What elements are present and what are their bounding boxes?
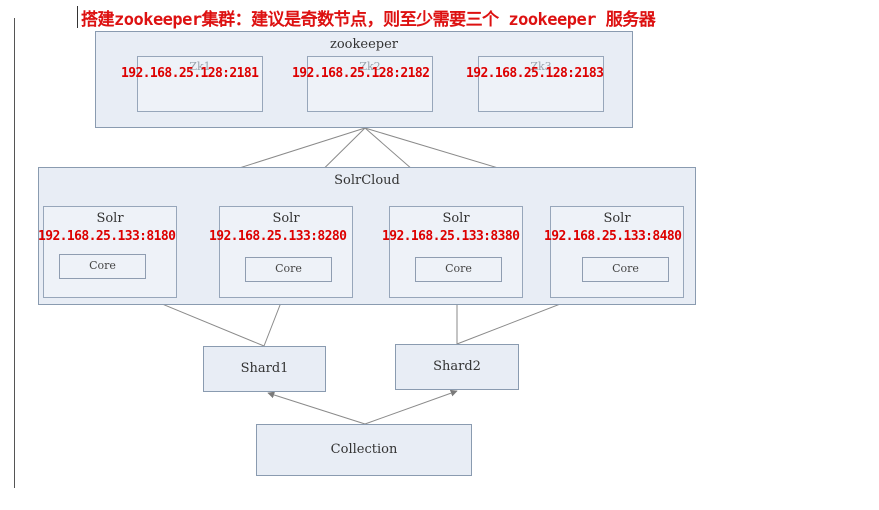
solrcloud-label: SolrCloud <box>334 173 400 188</box>
collection-to-shard1-arrow <box>267 391 366 425</box>
zookeeper-label: zookeeper <box>330 37 398 52</box>
solr-node-box <box>219 206 353 298</box>
core-box <box>415 257 502 282</box>
core-label: Core <box>275 262 302 275</box>
solr-node-address: 192.168.25.133:8480 <box>544 229 682 244</box>
solr-node-box <box>43 206 177 298</box>
zk-node-box <box>478 56 604 112</box>
diagram-heading: 搭建zookeeper集群：建议是奇数节点，则至少需要三个 zookeeper … <box>81 10 656 30</box>
zk-node-address: 192.168.25.128:2183 <box>466 66 604 81</box>
zk-node-label: Zk2 <box>359 60 381 73</box>
text-cursor <box>77 6 78 28</box>
zk-node-address: 192.168.25.128:2181 <box>121 66 259 81</box>
shard-label: Shard2 <box>433 359 481 374</box>
shard-box <box>395 344 519 390</box>
zk-node-label: Zk3 <box>530 60 552 73</box>
solr-node-address: 192.168.25.133:8280 <box>209 229 347 244</box>
collection-box <box>256 424 472 476</box>
solr-node-address: 192.168.25.133:8180 <box>38 229 176 244</box>
core-label: Core <box>89 259 116 272</box>
solr-node-label: Solr <box>442 211 470 226</box>
zk-node-box <box>307 56 433 112</box>
collection-to-shard2-arrow <box>364 389 458 425</box>
shard-box <box>203 346 326 392</box>
core-box <box>59 254 146 279</box>
zk-node-address: 192.168.25.128:2182 <box>292 66 430 81</box>
solr-node-box <box>550 206 684 298</box>
zk-node-box <box>137 56 263 112</box>
solr-node-box <box>389 206 523 298</box>
solr-node-label: Solr <box>603 211 631 226</box>
solr-node-label: Solr <box>96 211 124 226</box>
solr-node-address: 192.168.25.133:8380 <box>382 229 520 244</box>
collection-label: Collection <box>330 442 398 457</box>
core-label: Core <box>445 262 472 275</box>
solr-node-label: Solr <box>272 211 300 226</box>
core-box <box>582 257 669 282</box>
core-box <box>245 257 332 282</box>
left-margin-rule <box>14 18 15 488</box>
core-label: Core <box>612 262 639 275</box>
zk-node-label: Zk1 <box>189 60 211 73</box>
shard-label: Shard1 <box>240 361 289 376</box>
